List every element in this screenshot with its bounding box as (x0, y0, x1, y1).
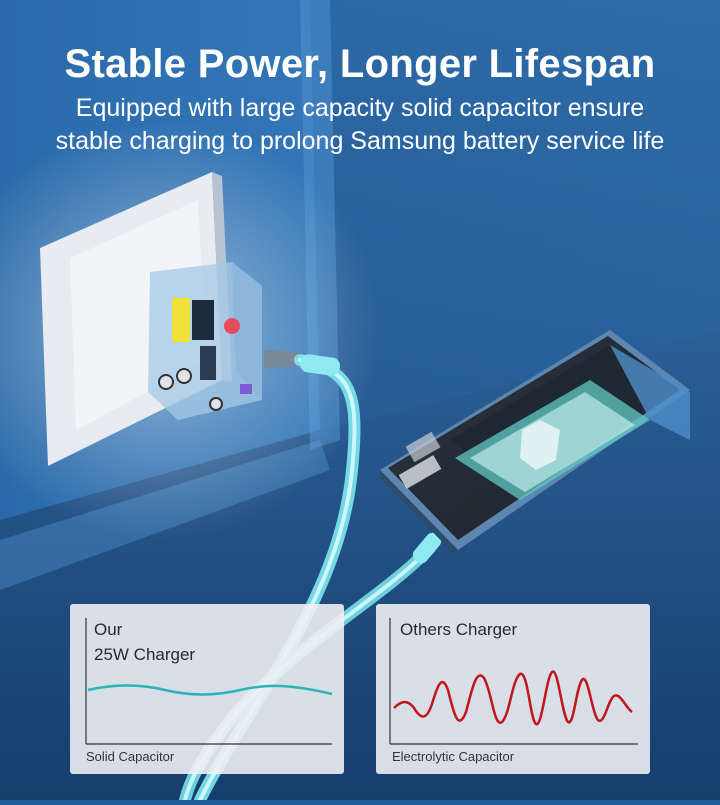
solid-capacitor-label: Solid Capacitor (86, 749, 175, 764)
unstable-wave-line (393, 670, 633, 726)
electrolytic-capacitor-waveform (389, 618, 638, 745)
others-charger-panel: Others Charger Electrolytic Capacitor (376, 604, 650, 774)
our-charger-title-2: 25W Charger (94, 645, 196, 664)
others-charger-title: Others Charger (400, 620, 518, 639)
solid-capacitor-waveform (85, 618, 333, 745)
stable-wave-line (87, 684, 333, 696)
charger-illustration (148, 262, 300, 420)
subheadline-line-2: stable charging to prolong Samsung batte… (55, 127, 665, 155)
headline: Stable Power, Longer Lifespan (64, 42, 656, 86)
subheadline-line-1: Equipped with large capacity solid capac… (75, 94, 645, 122)
our-charger-panel: Our 25W Charger Solid Capacitor (70, 604, 344, 774)
electrolytic-capacitor-label: Electrolytic Capacitor (392, 749, 515, 764)
subheadline: Equipped with large capacity solid capac… (20, 92, 700, 158)
our-charger-title-1: Our (94, 620, 123, 639)
phone-illustration (380, 330, 690, 558)
